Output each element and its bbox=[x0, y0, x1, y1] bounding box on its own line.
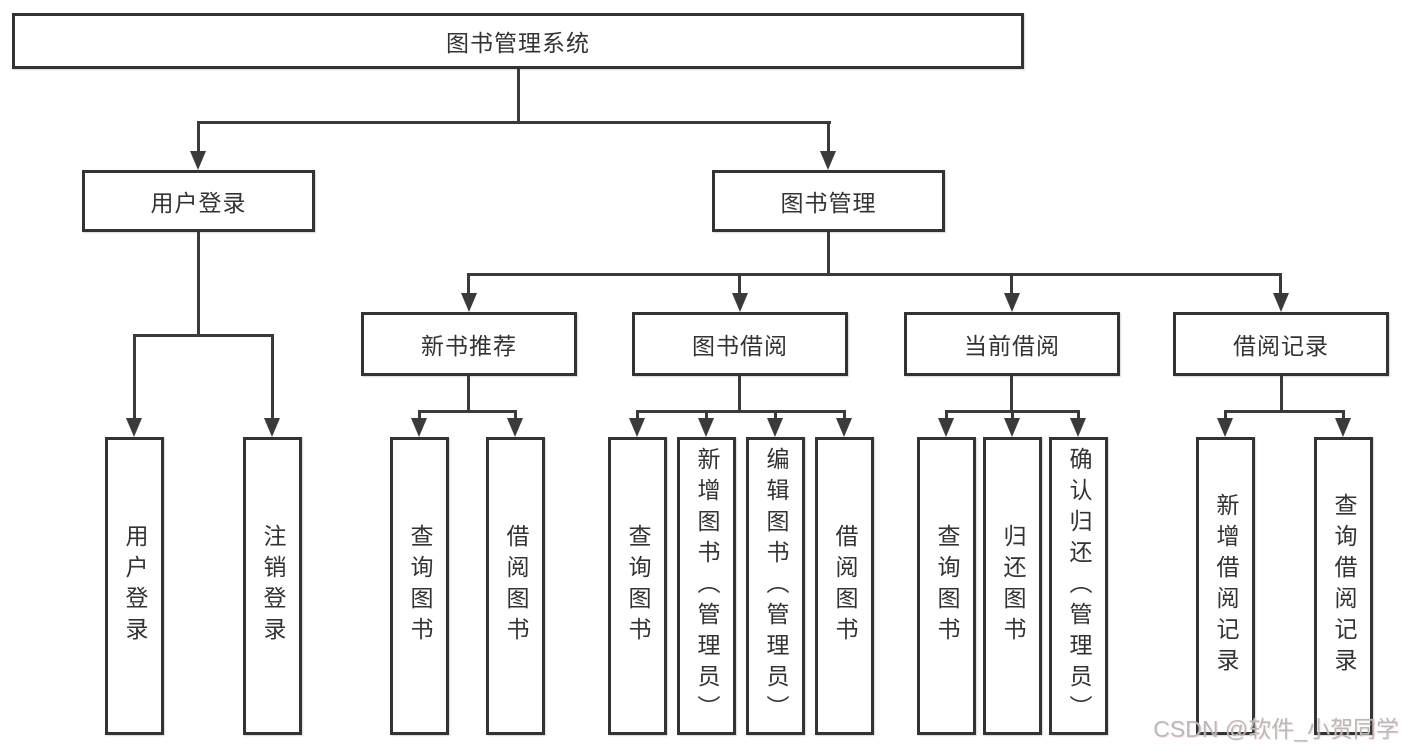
node-label: 新增图书（管理员） bbox=[694, 446, 720, 726]
connector-drop bbox=[738, 273, 741, 294]
node-label: 编辑图书（管理员） bbox=[763, 446, 789, 726]
connector-drop bbox=[1224, 410, 1227, 419]
node-book-management: 图书管理 bbox=[712, 170, 945, 232]
connector-currentborrow-stem bbox=[1010, 376, 1013, 410]
arrow-down-icon bbox=[836, 418, 852, 437]
arrow-down-icon bbox=[698, 418, 714, 437]
arrow-down-icon bbox=[732, 293, 748, 312]
node-book-borrow: 图书借阅 bbox=[632, 312, 848, 376]
arrow-down-icon bbox=[767, 418, 783, 437]
leaf-current-query-book: 查询图书 bbox=[917, 437, 976, 735]
arrow-down-icon bbox=[938, 418, 954, 437]
node-label: 查询图书 bbox=[407, 524, 433, 648]
leaf-borrow-query-book: 查询图书 bbox=[608, 437, 667, 735]
node-borrow-record: 借阅记录 bbox=[1173, 312, 1389, 376]
connector-drop bbox=[197, 121, 200, 152]
connector-drop bbox=[418, 410, 421, 419]
node-current-borrow: 当前借阅 bbox=[904, 312, 1120, 376]
node-label: 新增借阅记录 bbox=[1213, 493, 1239, 679]
connector-userlogin-hline bbox=[133, 334, 274, 337]
arrow-down-icon bbox=[1217, 418, 1233, 437]
arrow-down-icon bbox=[1004, 293, 1020, 312]
arrow-down-icon bbox=[820, 151, 836, 170]
connector-bookmgmt-stem bbox=[827, 232, 830, 273]
leaf-current-return-book: 归还图书 bbox=[983, 437, 1042, 735]
arrow-down-icon bbox=[264, 418, 280, 437]
connector-drop bbox=[1279, 273, 1282, 294]
node-label: 当前借阅 bbox=[964, 333, 1060, 359]
arrow-down-icon bbox=[507, 418, 523, 437]
node-label: 图书管理系统 bbox=[446, 30, 590, 56]
arrow-down-icon bbox=[1004, 418, 1020, 437]
leaf-record-query-record: 查询借阅记录 bbox=[1314, 437, 1373, 735]
arrow-down-icon bbox=[629, 418, 645, 437]
connector-newbook-hline bbox=[418, 410, 517, 413]
connector-drop bbox=[945, 410, 948, 419]
connector-borrowrecord-hline bbox=[1224, 410, 1345, 413]
arrow-down-icon bbox=[411, 418, 427, 437]
arrow-down-icon bbox=[1070, 418, 1086, 437]
arrow-down-icon bbox=[126, 418, 142, 437]
node-label: 图书管理 bbox=[780, 190, 877, 216]
node-label: 借阅图书 bbox=[503, 524, 529, 648]
node-label: 查询图书 bbox=[934, 524, 960, 648]
csdn-watermark: CSDN @软件_小贺同学 bbox=[1153, 716, 1399, 742]
node-label: 查询图书 bbox=[625, 524, 651, 648]
leaf-borrow-borrow-book: 借阅图书 bbox=[815, 437, 874, 735]
connector-root-stem bbox=[517, 69, 520, 121]
node-label: 借阅图书 bbox=[832, 524, 858, 648]
leaf-record-add-record: 新增借阅记录 bbox=[1196, 437, 1255, 735]
node-label: 归还图书 bbox=[1000, 524, 1026, 648]
connector-drop bbox=[774, 410, 777, 419]
connector-userlogin-stem bbox=[197, 232, 200, 334]
connector-drop bbox=[133, 334, 136, 419]
leaf-logout: 注销登录 bbox=[243, 437, 302, 735]
connector-drop bbox=[271, 334, 274, 419]
connector-root-hline bbox=[197, 121, 831, 124]
connector-drop bbox=[1342, 410, 1345, 419]
connector-drop bbox=[843, 410, 846, 419]
connector-drop bbox=[514, 410, 517, 419]
node-label: 用户登录 bbox=[150, 190, 247, 216]
connector-bookborrow-stem bbox=[738, 376, 741, 410]
arrow-down-icon bbox=[461, 293, 477, 312]
node-label: 新书推荐 bbox=[421, 333, 517, 359]
connector-bookmgmt-hline bbox=[467, 273, 1282, 276]
leaf-newbook-query-book: 查询图书 bbox=[390, 437, 449, 735]
leaf-borrow-edit-book-admin: 编辑图书（管理员） bbox=[746, 437, 805, 735]
leaf-user-login: 用户登录 bbox=[105, 437, 164, 735]
connector-drop bbox=[1010, 273, 1013, 294]
connector-drop bbox=[1011, 410, 1014, 419]
connector-drop bbox=[827, 121, 830, 152]
connector-drop bbox=[467, 273, 470, 294]
leaf-newbook-borrow-book: 借阅图书 bbox=[486, 437, 545, 735]
connector-bookborrow-hline bbox=[636, 410, 846, 413]
node-label: 查询借阅记录 bbox=[1331, 493, 1357, 679]
connector-newbook-stem bbox=[467, 376, 470, 410]
arrow-down-icon bbox=[1273, 293, 1289, 312]
node-label: 图书借阅 bbox=[692, 333, 788, 359]
leaf-current-confirm-return-admin: 确认归还（管理员） bbox=[1049, 437, 1108, 735]
arrow-down-icon bbox=[190, 151, 206, 170]
connector-drop bbox=[1077, 410, 1080, 419]
node-label: 用户登录 bbox=[122, 524, 148, 648]
arrow-down-icon bbox=[1335, 418, 1351, 437]
node-label: 确认归还（管理员） bbox=[1066, 446, 1092, 726]
connector-drop bbox=[636, 410, 639, 419]
connector-drop bbox=[705, 410, 708, 419]
node-library-system: 图书管理系统 bbox=[12, 13, 1024, 69]
leaf-borrow-add-book-admin: 新增图书（管理员） bbox=[677, 437, 736, 735]
node-new-book-recommend: 新书推荐 bbox=[361, 312, 577, 376]
node-user-login: 用户登录 bbox=[82, 170, 315, 232]
node-label: 借阅记录 bbox=[1233, 333, 1329, 359]
connector-borrowrecord-stem bbox=[1280, 376, 1283, 410]
node-label: 注销登录 bbox=[260, 524, 286, 648]
